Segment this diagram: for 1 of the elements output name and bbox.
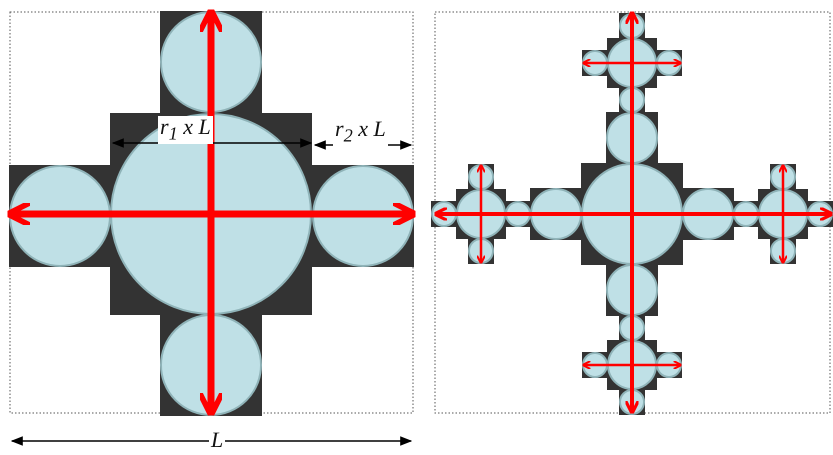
dimension-label: r$_{1}$ x L: [158, 116, 213, 144]
